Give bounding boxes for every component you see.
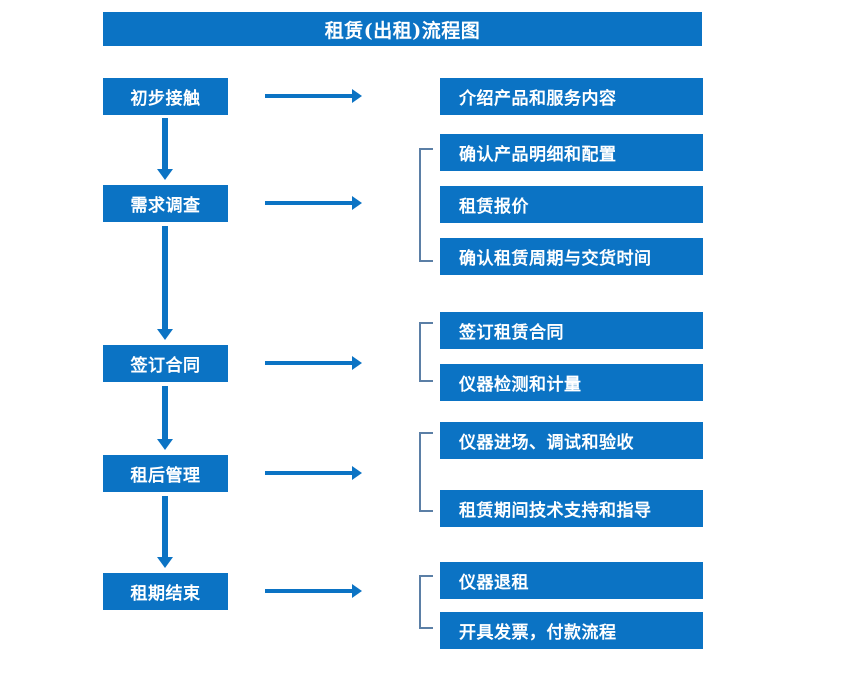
arrow-right-icon (265, 466, 362, 480)
detail-label: 仪器退租 (459, 573, 529, 593)
detail-label: 确认产品明细和配置 (459, 145, 617, 165)
detail-label: 签订租赁合同 (459, 323, 564, 343)
detail-box-zulin-qijian-zhichi[interactable]: 租赁期间技术支持和指导 (440, 490, 703, 527)
arrow-right-icon (265, 196, 362, 210)
arrow-down-icon (157, 226, 173, 340)
detail-box-qianding-zulin-hetong[interactable]: 签订租赁合同 (440, 312, 703, 349)
group-bracket-icon (419, 575, 433, 629)
detail-label: 开具发票，付款流程 (459, 623, 617, 643)
detail-label: 租赁报价 (459, 197, 529, 217)
arrow-down-icon (157, 386, 173, 450)
stage-box-xuqiu-diaocha[interactable]: 需求调查 (103, 185, 228, 222)
detail-label: 仪器检测和计量 (459, 375, 582, 395)
stage-label: 初步接触 (130, 89, 201, 109)
detail-box-queren-chanpin-mingxi[interactable]: 确认产品明细和配置 (440, 134, 703, 171)
stage-box-zuhou-guanli[interactable]: 租后管理 (103, 455, 228, 492)
detail-label: 确认租赁周期与交货时间 (459, 249, 652, 269)
stage-box-qianding-hetong[interactable]: 签订合同 (103, 345, 228, 382)
arrow-down-icon (157, 496, 173, 568)
stage-label: 需求调查 (130, 196, 201, 216)
detail-box-yiqi-jinchang-tiaoshi[interactable]: 仪器进场、调试和验收 (440, 422, 703, 459)
stage-box-zuqi-jieshu[interactable]: 租期结束 (103, 573, 228, 610)
arrow-right-icon (265, 356, 362, 370)
detail-box-queren-zulin-zhouqi[interactable]: 确认租赁周期与交货时间 (440, 238, 703, 275)
detail-label: 介绍产品和服务内容 (459, 89, 617, 109)
stage-box-chubu-jiechu[interactable]: 初步接触 (103, 78, 228, 115)
detail-box-jieshao-chanpin-fuwu[interactable]: 介绍产品和服务内容 (440, 78, 703, 115)
stage-label: 租期结束 (130, 584, 201, 604)
detail-label: 租赁期间技术支持和指导 (459, 501, 652, 521)
group-bracket-icon (419, 148, 433, 262)
detail-label: 仪器进场、调试和验收 (459, 433, 634, 453)
stage-label: 租后管理 (130, 466, 201, 486)
page-title: 租赁(出租)流程图 (103, 12, 702, 46)
arrow-right-icon (265, 89, 362, 103)
group-bracket-icon (419, 432, 433, 512)
stage-label: 签订合同 (130, 356, 201, 376)
detail-box-kaiju-fapiao-fukuan[interactable]: 开具发票，付款流程 (440, 612, 703, 649)
detail-box-yiqi-tuizu[interactable]: 仪器退租 (440, 562, 703, 599)
arrow-right-icon (265, 584, 362, 598)
group-bracket-icon (419, 322, 433, 382)
detail-box-zulin-baojia[interactable]: 租赁报价 (440, 186, 703, 223)
arrow-down-icon (157, 118, 173, 180)
detail-box-yiqi-jiance-jiliang[interactable]: 仪器检测和计量 (440, 364, 703, 401)
